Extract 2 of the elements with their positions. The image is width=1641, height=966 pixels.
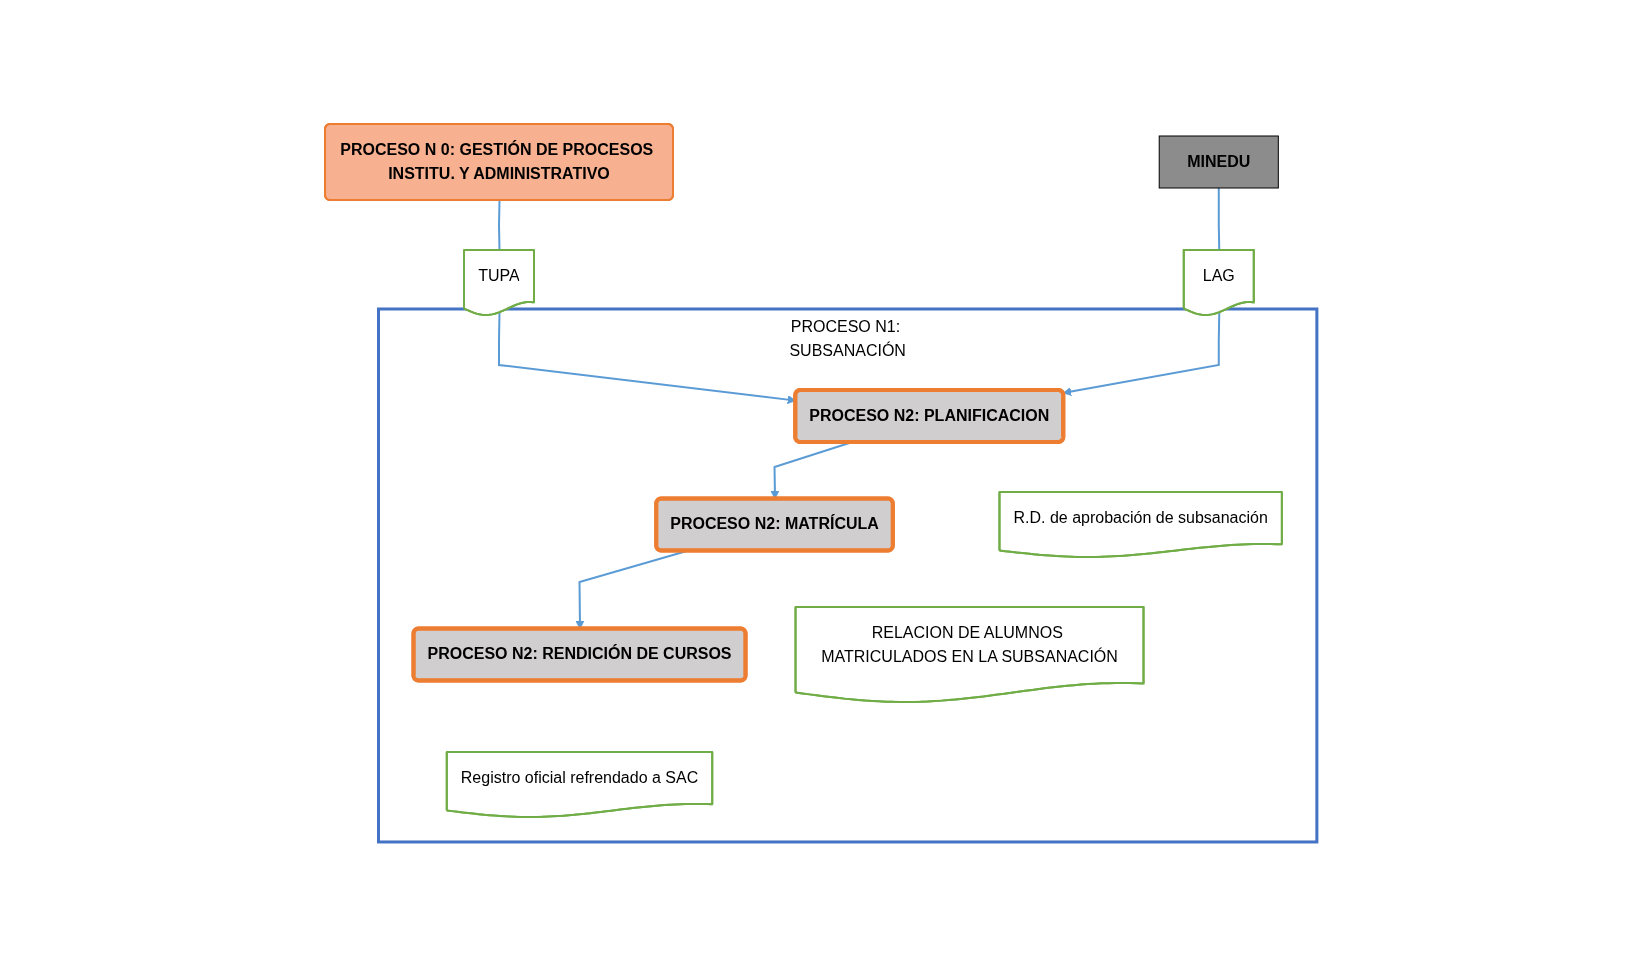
arrow xyxy=(1062,311,1220,396)
node-box: MINEDU xyxy=(1158,135,1279,189)
